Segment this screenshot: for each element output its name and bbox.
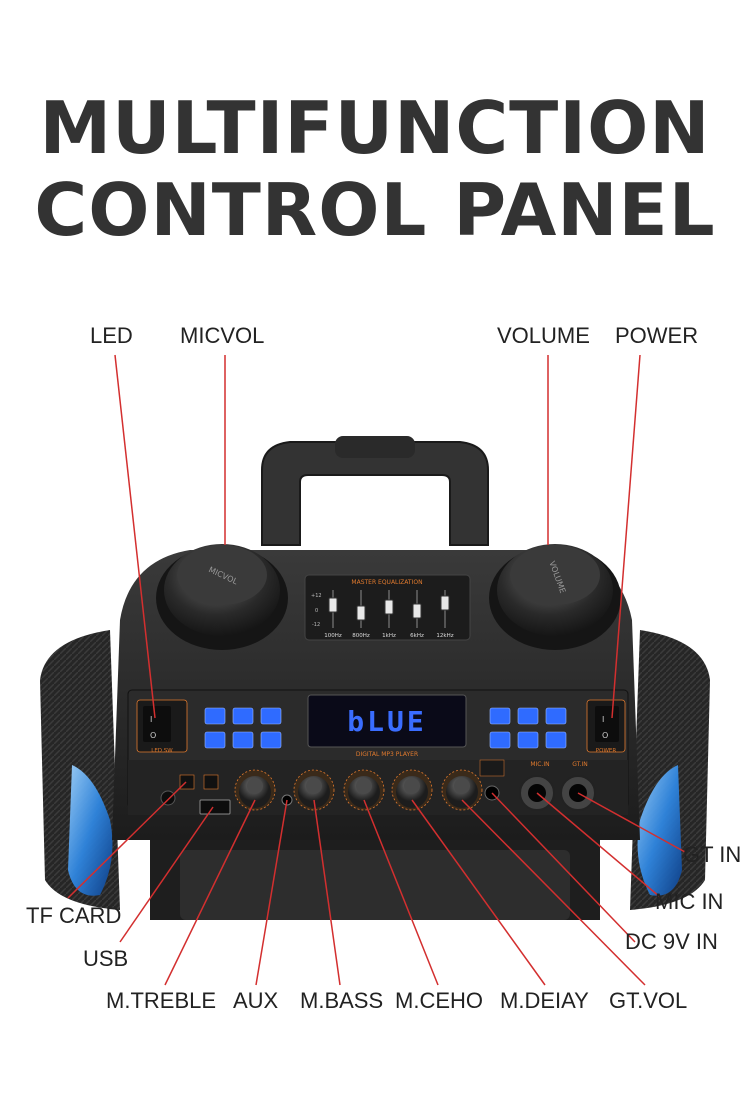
control-button[interactable] xyxy=(545,731,567,749)
left-blue-light xyxy=(68,765,113,896)
knob-cap xyxy=(247,778,263,794)
control-button[interactable] xyxy=(260,707,282,725)
micvol-knob[interactable]: MICVOL xyxy=(156,544,288,650)
eq-slider-0[interactable] xyxy=(328,597,338,613)
knob-cap xyxy=(454,778,470,794)
indicator-slot xyxy=(203,774,219,790)
dc-label-plate xyxy=(479,759,505,777)
power-switch-label: POWER xyxy=(596,748,617,754)
eq-band-labels: 100Hz 800Hz 1kHz 6kHz 12kHz xyxy=(324,633,453,639)
eq-slider-3[interactable] xyxy=(412,603,422,619)
usb-port[interactable] xyxy=(199,799,231,815)
leader-mic-in xyxy=(536,792,661,898)
leader-lines xyxy=(67,354,686,986)
left-button-grid xyxy=(204,707,282,749)
control-button[interactable] xyxy=(232,707,254,725)
label-usb: USB xyxy=(83,946,129,971)
eq-band-label: 6kHz xyxy=(410,633,424,639)
handle-grip xyxy=(335,436,415,458)
leader-led xyxy=(114,354,156,719)
volume-knob[interactable]: VOLUME xyxy=(489,544,621,650)
knob-cap xyxy=(356,778,372,794)
power-switch[interactable]: I O POWER xyxy=(586,699,626,754)
mic-jack-label: MIC.IN xyxy=(530,761,549,768)
eq-band-label: 1kHz xyxy=(382,633,396,639)
control-button[interactable] xyxy=(260,731,282,749)
label-volume: VOLUME xyxy=(497,323,590,348)
eq-scale-top: +12 xyxy=(311,593,322,599)
eq-slider-1[interactable] xyxy=(356,605,366,621)
eq-slider-2[interactable] xyxy=(384,599,394,615)
title-line-2: CONTROL PANEL xyxy=(34,168,716,252)
leader-tf-card xyxy=(67,781,187,899)
leader-aux xyxy=(255,799,288,986)
label-led: LED xyxy=(90,323,133,348)
control-button[interactable] xyxy=(204,731,226,749)
label-gt-vol: GT.VOL xyxy=(609,988,688,1013)
svg-text:O: O xyxy=(150,731,156,740)
display-text: bLUE xyxy=(347,705,426,738)
led-switch-label: LED SW xyxy=(151,748,173,754)
right-button-grid xyxy=(489,707,567,749)
small-knob-row xyxy=(234,769,483,811)
eq-band-label: 100Hz xyxy=(324,633,342,639)
label-aux: AUX xyxy=(233,988,279,1013)
leader-m-treble xyxy=(164,799,256,986)
display-caption: DIGITAL MP3 PLAYER xyxy=(356,751,418,758)
label-tf-card: TF CARD xyxy=(26,903,122,928)
label-mic-in: MIC IN xyxy=(655,889,724,914)
lower-grill xyxy=(180,850,570,920)
leader-gt-vol xyxy=(461,799,646,986)
leader-gt-in xyxy=(577,792,686,853)
leader-m-ceho xyxy=(363,799,439,986)
leader-dc xyxy=(491,792,636,943)
control-button[interactable] xyxy=(517,707,539,725)
leader-power xyxy=(611,354,641,719)
right-blue-light xyxy=(637,765,682,896)
label-dc-9v-in: DC 9V IN xyxy=(625,929,718,954)
control-button[interactable] xyxy=(232,731,254,749)
svg-text:O: O xyxy=(602,731,608,740)
svg-text:I: I xyxy=(602,715,604,724)
eq-scale-bottom: -12 xyxy=(312,622,320,628)
label-m-deiay: M.DEIAY xyxy=(500,988,589,1013)
label-m-bass: M.BASS xyxy=(300,988,384,1013)
eq-slider-4[interactable] xyxy=(440,595,450,611)
eq-band-label: 800Hz xyxy=(352,633,370,639)
knob-cap xyxy=(306,778,322,794)
leader-m-deiay xyxy=(411,799,546,986)
knob-cap xyxy=(404,778,420,794)
leader-usb xyxy=(119,806,214,943)
eq-caption: MASTER EQUALIZATION xyxy=(351,579,422,586)
eq-scale-mid: 0 xyxy=(315,608,318,614)
gt-jack-label: GT.IN xyxy=(572,761,588,768)
label-m-ceho: M.CEHO xyxy=(395,988,483,1013)
screw xyxy=(160,790,176,806)
title-line-1: MULTIFUNCTION xyxy=(39,86,711,170)
tf-card-slot[interactable] xyxy=(179,774,195,790)
eq-sliders xyxy=(328,590,450,628)
eq-band-label: 12kHz xyxy=(436,633,453,639)
label-m-treble: M.TREBLE xyxy=(106,988,217,1013)
control-button[interactable] xyxy=(489,707,511,725)
leader-m-bass xyxy=(313,799,341,986)
control-button[interactable] xyxy=(545,707,567,725)
label-gt-in: GT IN xyxy=(683,842,742,867)
label-power: POWER xyxy=(615,323,699,348)
svg-text:I: I xyxy=(150,715,152,724)
control-button[interactable] xyxy=(204,707,226,725)
led-switch[interactable]: I O LED SW xyxy=(136,699,188,754)
control-button[interactable] xyxy=(489,731,511,749)
label-micvol: MICVOL xyxy=(180,323,265,348)
carry-handle xyxy=(261,441,489,546)
mp3-display xyxy=(307,694,467,748)
control-button[interactable] xyxy=(517,731,539,749)
